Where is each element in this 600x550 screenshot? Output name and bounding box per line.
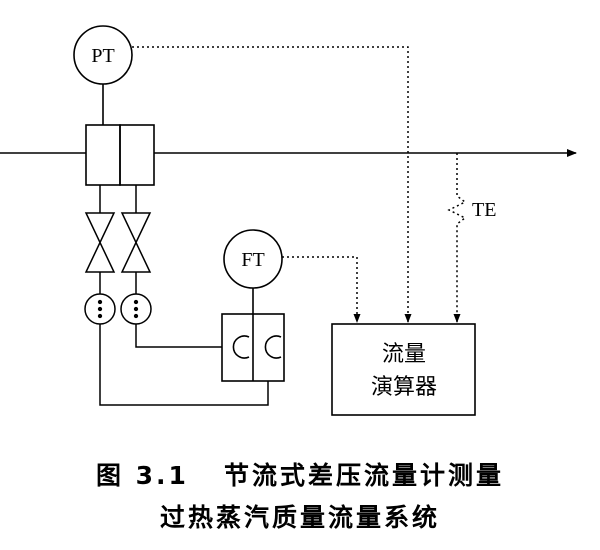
signal-lines bbox=[132, 46, 467, 323]
pt-label: PT bbox=[91, 45, 114, 67]
impulse-line-left bbox=[84, 185, 269, 406]
flow-computer: 流量 演算器 bbox=[331, 323, 476, 416]
ft-label: FT bbox=[241, 249, 264, 271]
orifice-assembly bbox=[85, 124, 155, 186]
flow-computer-label-line2: 演算器 bbox=[371, 375, 437, 400]
figure-caption-line2: 过热蒸汽质量流量系统 bbox=[159, 503, 440, 532]
dp-transmitter-body bbox=[221, 288, 285, 382]
flow-measurement-diagram: PT FT TE bbox=[0, 25, 577, 416]
flow-computer-label-line1: 流量 bbox=[382, 342, 426, 367]
pressure-transmitter: PT bbox=[73, 25, 133, 125]
figure-caption-line1: 图 3.1 节流式差压流量计测量 bbox=[95, 461, 505, 490]
te-label: TE bbox=[472, 199, 496, 221]
flow-transmitter: FT bbox=[223, 229, 283, 289]
impulse-line-right bbox=[120, 185, 222, 348]
